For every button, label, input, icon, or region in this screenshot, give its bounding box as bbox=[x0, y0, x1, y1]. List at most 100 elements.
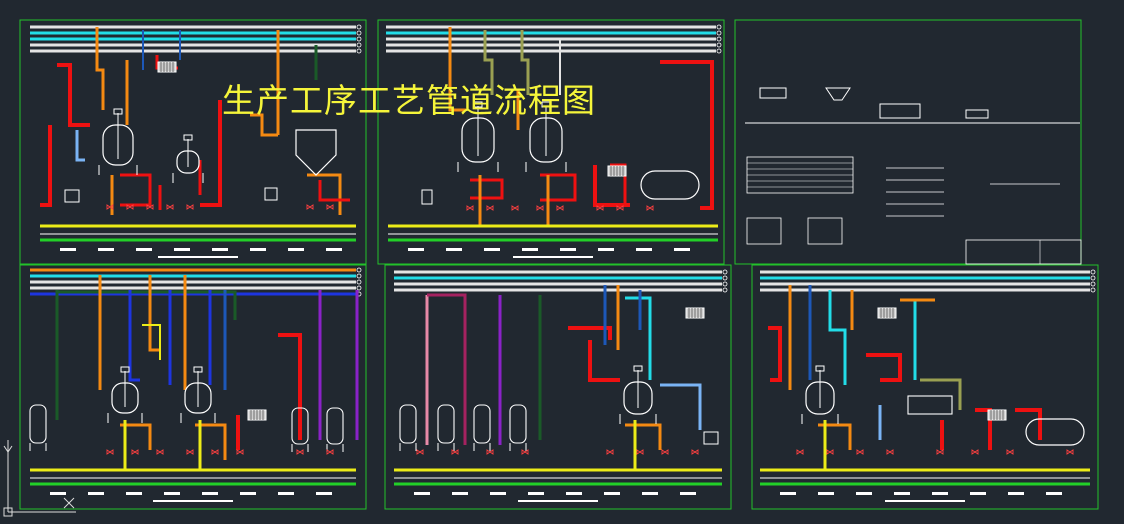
equipment-tag bbox=[126, 492, 142, 495]
equipment-tag bbox=[212, 248, 228, 251]
pipe-line bbox=[128, 290, 140, 382]
pipe-line bbox=[660, 383, 702, 430]
pipe-end-cap bbox=[722, 269, 728, 275]
valve-symbol bbox=[211, 449, 219, 455]
valve-symbol bbox=[296, 449, 304, 455]
legend-table bbox=[807, 217, 843, 245]
equipment-tag bbox=[1046, 492, 1062, 495]
pipe-end-cap bbox=[356, 48, 362, 54]
storage-vessel bbox=[326, 407, 344, 445]
equipment-tag bbox=[818, 492, 834, 495]
valve-symbol bbox=[306, 204, 314, 210]
valve-symbol bbox=[126, 204, 134, 210]
panel-bottom-2 bbox=[384, 264, 732, 510]
equipment-tag bbox=[970, 492, 986, 495]
pipe-line bbox=[920, 378, 962, 410]
equipment-tag bbox=[856, 492, 872, 495]
valve-symbol bbox=[886, 449, 894, 455]
pipe-line bbox=[520, 30, 530, 95]
pump-cart bbox=[64, 189, 80, 203]
valve-symbol bbox=[451, 449, 459, 455]
equipment-tag bbox=[490, 492, 506, 495]
pipe-end-cap bbox=[722, 281, 728, 287]
equipment-tag bbox=[414, 492, 430, 495]
title-block bbox=[965, 239, 1082, 265]
equipment-tag bbox=[636, 248, 652, 251]
storage-vessel bbox=[399, 404, 417, 444]
pipe-end-cap bbox=[356, 273, 362, 279]
valve-symbol bbox=[556, 205, 564, 211]
equipment-sketch bbox=[879, 103, 921, 119]
horizontal-tank bbox=[1025, 418, 1085, 446]
valve-symbol bbox=[636, 449, 644, 455]
valve-symbol bbox=[616, 205, 624, 211]
equipment-tag bbox=[598, 248, 614, 251]
valve-symbol bbox=[596, 205, 604, 211]
agitator-motor bbox=[193, 366, 203, 373]
agitator-motor bbox=[473, 101, 483, 108]
panel-top-2 bbox=[377, 19, 725, 265]
pipe-end-cap bbox=[356, 279, 362, 285]
valve-symbol bbox=[536, 205, 544, 211]
pipe-line bbox=[625, 423, 662, 450]
pipe-line bbox=[593, 165, 630, 207]
pipe-line bbox=[200, 100, 222, 207]
valve-symbol bbox=[606, 449, 614, 455]
equipment-tag bbox=[560, 248, 576, 251]
equipment-sketch bbox=[965, 109, 989, 119]
pipe-line bbox=[660, 60, 714, 210]
equipment-tag bbox=[780, 492, 796, 495]
pump-cart bbox=[703, 431, 719, 445]
pipe-end-cap bbox=[1090, 287, 1096, 293]
pipe-line bbox=[625, 296, 652, 380]
pipe-end-cap bbox=[722, 275, 728, 281]
agitator-motor bbox=[120, 366, 130, 373]
pipe-end-cap bbox=[716, 24, 722, 30]
valve-symbol bbox=[326, 449, 334, 455]
valve-symbol bbox=[661, 449, 669, 455]
pipe-line bbox=[120, 423, 152, 450]
drawing-panels bbox=[19, 19, 1099, 510]
valve-symbol bbox=[186, 204, 194, 210]
pipe-line bbox=[40, 125, 52, 207]
panel-caption-line bbox=[153, 500, 233, 502]
panel-frame bbox=[19, 264, 367, 510]
equipment-tag bbox=[278, 492, 294, 495]
agitator-motor bbox=[541, 101, 551, 108]
panel-frame bbox=[19, 19, 367, 265]
horizontal-tank bbox=[640, 170, 700, 200]
equipment-tag bbox=[932, 492, 948, 495]
equipment-tag bbox=[894, 492, 910, 495]
equipment-tag bbox=[528, 492, 544, 495]
agitator-motor bbox=[183, 134, 193, 141]
equipment-tag bbox=[326, 248, 342, 251]
valve-symbol bbox=[691, 449, 699, 455]
pipe-line bbox=[427, 293, 467, 445]
panel-frame bbox=[751, 264, 1099, 510]
pipe-line bbox=[307, 173, 342, 215]
pipe-line bbox=[1015, 408, 1042, 440]
pipe-end-cap bbox=[356, 24, 362, 30]
pipe-end-cap bbox=[722, 287, 728, 293]
pipe-line bbox=[148, 275, 160, 352]
pump-cart bbox=[421, 189, 433, 205]
pipe-line bbox=[448, 27, 466, 112]
valve-symbol bbox=[486, 449, 494, 455]
valve-symbol bbox=[511, 205, 519, 211]
valve-symbol bbox=[106, 204, 114, 210]
pipe-line bbox=[250, 113, 278, 137]
equipment-tag bbox=[60, 248, 76, 251]
pipe-end-cap bbox=[1090, 269, 1096, 275]
pipe-line bbox=[470, 178, 504, 200]
valve-symbol bbox=[131, 449, 139, 455]
valve-symbol bbox=[466, 205, 474, 211]
agitator-motor bbox=[815, 365, 825, 372]
agitator-motor bbox=[113, 108, 123, 115]
conical-tank bbox=[295, 129, 337, 176]
valve-symbol bbox=[646, 205, 654, 211]
panel-caption-line bbox=[158, 256, 238, 258]
pump-cart bbox=[264, 187, 278, 201]
equipment-tag bbox=[288, 248, 304, 251]
equipment-tag bbox=[174, 248, 190, 251]
